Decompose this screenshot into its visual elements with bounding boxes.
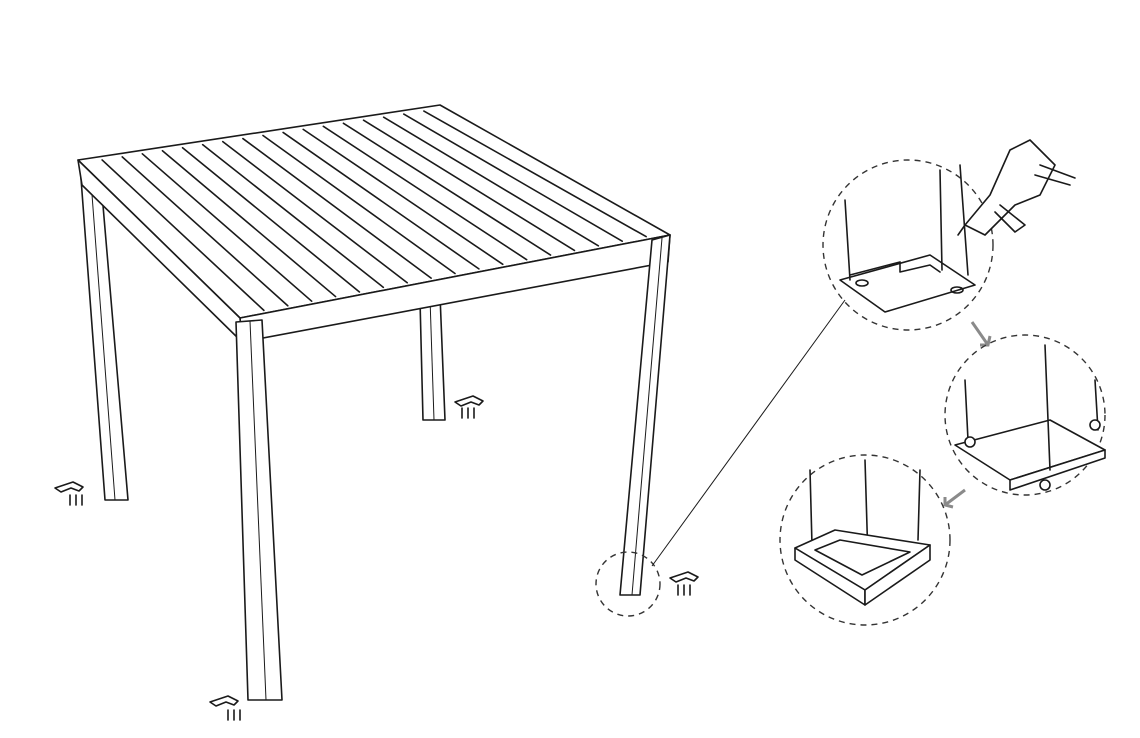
- detail-callout-circle: [595, 551, 661, 617]
- roof-slat: [342, 122, 552, 256]
- roof-slat: [322, 125, 528, 261]
- detail-bolted-base: [944, 334, 1106, 496]
- roof-slat: [382, 116, 600, 247]
- roof-slat: [362, 119, 576, 252]
- detail-drilling: [822, 139, 1076, 331]
- roof-slat: [282, 131, 480, 270]
- leader-line: [651, 299, 846, 567]
- roof-slat: [121, 156, 289, 307]
- roof-slat: [262, 134, 456, 275]
- roof-slat: [201, 143, 385, 289]
- roof-slat: [141, 153, 313, 302]
- roof-slat: [221, 140, 409, 284]
- roof-slat: [161, 149, 337, 298]
- leg-front-left: [235, 319, 283, 701]
- drill-icon: [957, 139, 1076, 236]
- leg-back-right: [419, 294, 446, 421]
- pergola-roof: [77, 104, 671, 343]
- roof-slat: [402, 113, 624, 243]
- roof-slat: [181, 146, 361, 293]
- detail-leg-cover: [779, 454, 951, 626]
- roof-slat: [101, 159, 265, 312]
- arrow-icon: [970, 321, 992, 347]
- roof-slat: [302, 128, 504, 266]
- roof-slat: [242, 137, 432, 279]
- screw-icon: [69, 407, 691, 721]
- leg-front-right: [619, 234, 671, 596]
- roof-slat: [423, 110, 647, 238]
- arrow-icon: [943, 488, 966, 509]
- base-bracket-icon: [54, 395, 699, 707]
